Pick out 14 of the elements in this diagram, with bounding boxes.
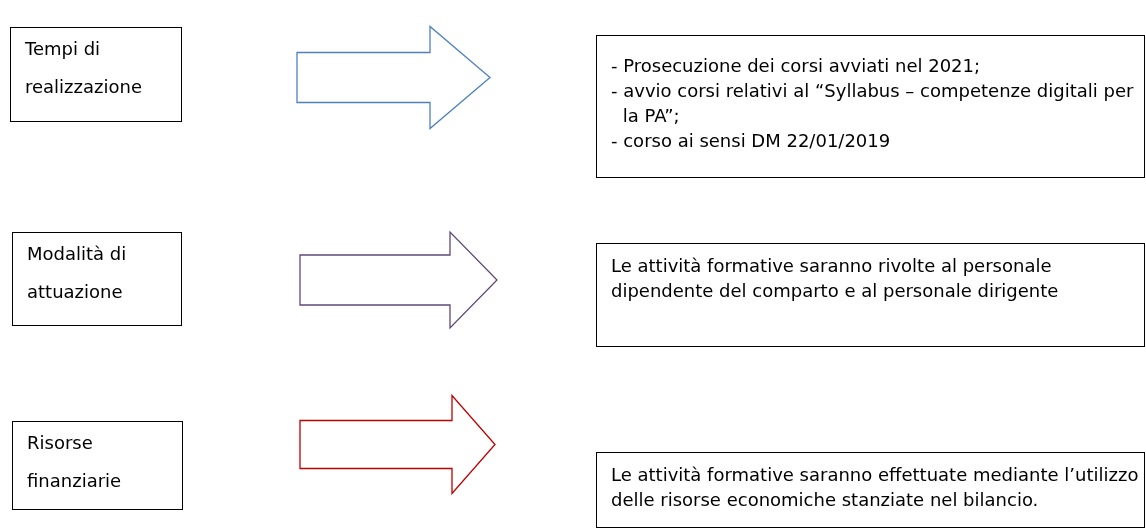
- block-arrow: [299, 230, 498, 330]
- text-box: [596, 35, 1145, 178]
- text-box: [596, 452, 1145, 528]
- label-box: Risorse finanziarie: [12, 421, 183, 510]
- block-arrow: [296, 25, 491, 130]
- text-box: [596, 243, 1145, 347]
- block-arrow: [299, 393, 496, 496]
- description-text: Le attività formative saranno effettuate mediante l’utilizzo delle risorse economiche stanziate nel bilancio.: [611, 463, 1140, 512]
- description-text: Le attività formative saranno rivolte al personale dipendente del comparto e al personale dirigente: [611, 254, 1060, 303]
- label-box: Tempi di realizzazione: [10, 27, 182, 122]
- list-item: - avvio corsi relativi al “Syllabus – competenze digitali per la PA”;: [611, 79, 1135, 128]
- label-box: Modalità di attuazione: [12, 232, 182, 326]
- list-item: - corso ai sensi DM 22/01/2019: [611, 129, 892, 153]
- list-item: - Prosecuzione dei corsi avviati nel 2021;: [611, 54, 982, 78]
